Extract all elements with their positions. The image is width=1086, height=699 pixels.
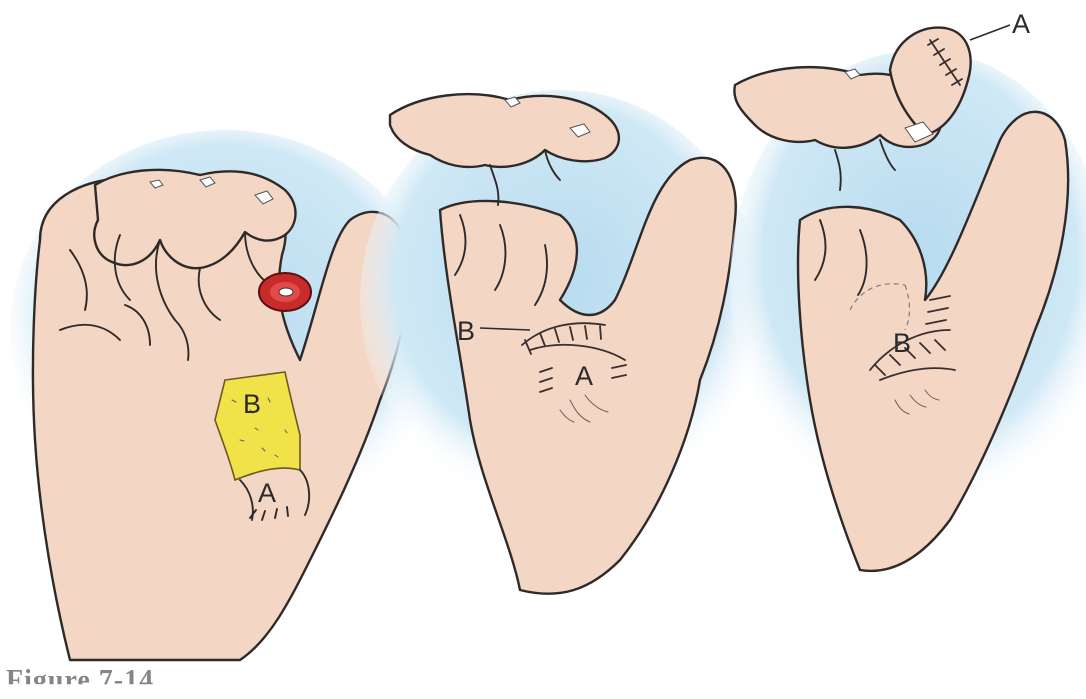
panel-3-label-a: A	[1012, 9, 1030, 39]
panel-1-label-b: B	[243, 389, 261, 419]
panel-2-hand: B A	[360, 90, 760, 594]
panel-2-label-b: B	[457, 316, 475, 346]
panel-2-label-a: A	[575, 361, 593, 391]
panel-1-finger-stump	[259, 273, 311, 311]
panel-1-label-a: A	[258, 478, 276, 508]
panel-3-a-leader	[970, 25, 1010, 40]
panel-1-hand: B A	[10, 130, 440, 660]
panel-3-hand: A B	[730, 9, 1086, 571]
panel-3-label-b: B	[893, 328, 911, 358]
